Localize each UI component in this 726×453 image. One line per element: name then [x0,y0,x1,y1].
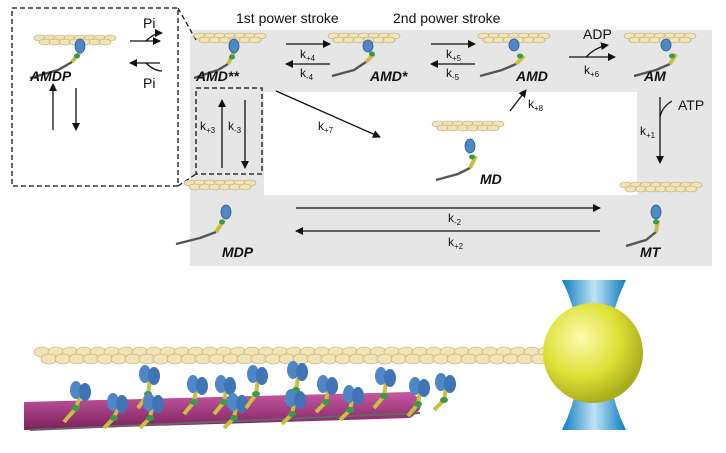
rate-k2-plus: k+2 [448,235,464,251]
label-atp: ATP [678,97,704,113]
rate-k2-minus: k-2 [448,211,462,227]
myosin-motor-amd-ss [193,38,240,80]
trapped-bead [543,303,643,403]
rate-labels: k+4 k-4 k+5 k-5 k+6 k+7 k+8 k+1 k+3 k-3 … [200,47,656,251]
rate-k5-plus: k+5 [446,47,462,63]
myosin-motor-md [435,138,478,182]
myosin-motor-amd [479,38,526,78]
rate-k1-plus: k+1 [640,124,656,140]
state-labels: AMDP AMD** AMD* AMD AM MD MDP MT [29,68,666,260]
myosin-motor-amd-s [331,39,376,78]
actin-filament [623,32,697,44]
arrow-k8 [509,89,527,112]
myosin-motor-am [633,38,678,78]
scheme-background [190,30,712,266]
annotation-labels: 1st power stroke 2nd power stroke Pi Pi … [143,10,704,113]
rate-k3-plus: k+3 [200,119,216,135]
actin-filament [619,181,703,193]
actin-filament [327,32,401,44]
label-adp: ADP [583,26,612,42]
state-label-amd: AMD [515,68,548,84]
actin-filament [431,120,505,132]
state-label-amd-s: AMD* [369,68,408,84]
state-label-md: MD [480,171,502,187]
state-label-amd-ss: AMD** [195,68,239,84]
myosin-motors [29,38,678,248]
myosin-heads-array [29,361,456,431]
reaction-arrows [49,29,673,235]
arrow-pi-out [145,29,163,42]
label-pi-top: Pi [143,15,155,31]
rate-k4-plus: k+4 [300,47,316,63]
state-label-am: AM [643,68,666,84]
arrow-adp-out [585,42,609,58]
label-second-power-stroke: 2nd power stroke [393,10,501,26]
state-label-mdp: MDP [222,244,254,260]
rate-k5-minus: k-5 [446,66,460,82]
rate-k6-plus: k+6 [584,63,600,79]
state-label-mt: MT [640,244,662,260]
myosin-motor-mt [625,204,662,248]
rate-k8-plus: k+8 [528,97,544,113]
rate-k7-plus: k+7 [318,119,334,135]
optical-trap-illustration [24,280,643,431]
myosin-motor-mdp [175,204,232,246]
actin-filaments [33,32,703,193]
label-first-power-stroke: 1st power stroke [236,10,339,26]
arrow-atp-in [659,100,673,118]
actin-filament [183,179,257,191]
myosin-motor-amdp [29,38,86,80]
rate-k3-minus: k-3 [228,119,242,135]
arrow-k7 [275,90,381,138]
actin-filament [477,32,551,44]
actin-filament [33,34,117,46]
state-label-amdp: AMDP [29,68,72,84]
rate-k4-minus: k-4 [300,66,314,82]
arrow-pi-in [145,62,163,72]
actin-filament-long [33,346,555,365]
label-pi-bottom: Pi [143,75,155,91]
